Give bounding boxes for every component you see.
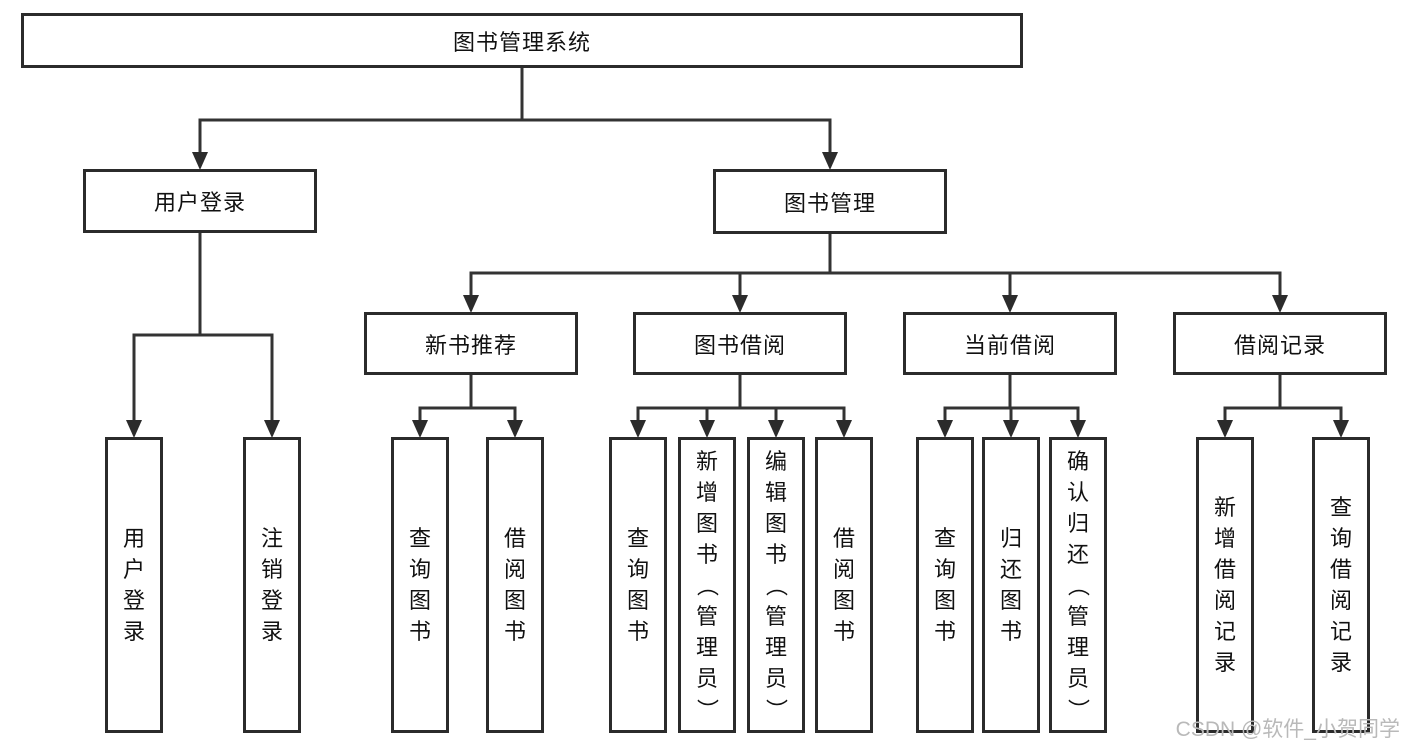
vertical-label: 查询图书 [408,526,431,644]
arrow-down-icon [699,420,715,438]
node-leaf-query-book-2: 查询图书 [609,437,667,733]
arrow-down-icon [732,295,748,313]
vertical-label: 查询借阅记录 [1329,495,1352,675]
node-borrow-record: 借阅记录 [1173,312,1387,375]
vertical-label: 新增借阅记录 [1213,495,1236,675]
vertical-label: 用户登录 [122,526,145,644]
vertical-label: 归还图书 [999,526,1022,644]
node-book-management: 图书管理 [713,169,947,234]
arrow-down-icon [1272,295,1288,313]
arrow-down-icon [264,420,280,438]
arrow-down-icon [507,420,523,438]
arrow-down-icon [463,295,479,313]
vertical-label: 编辑图书（管理员） [763,448,789,721]
arrow-down-icon [1070,420,1086,438]
arrow-down-icon [1002,295,1018,313]
vertical-label: 注销登录 [260,526,283,644]
arrow-down-icon [630,420,646,438]
node-leaf-borrow-book-2: 借阅图书 [815,437,873,733]
node-leaf-query-book-3: 查询图书 [916,437,974,733]
vertical-label: 借阅图书 [832,526,855,644]
node-leaf-return-book: 归还图书 [982,437,1040,733]
node-user-login: 用户登录 [83,169,317,233]
node-new-book-recommend: 新书推荐 [364,312,578,375]
vertical-label: 查询图书 [626,526,649,644]
tree-edges [132,68,1343,423]
csdn-watermark: CSDN @软件_小贺同学 [1175,718,1400,741]
node-leaf-edit-book-admin: 编辑图书（管理员） [747,437,805,733]
arrow-down-icon [822,152,838,170]
vertical-label: 借阅图书 [503,526,526,644]
node-leaf-logout: 注销登录 [243,437,301,733]
arrow-down-icon [412,420,428,438]
node-leaf-query-book-1: 查询图书 [391,437,449,733]
node-leaf-borrow-book-1: 借阅图书 [486,437,544,733]
node-leaf-confirm-return-admin: 确认归还（管理员） [1049,437,1107,733]
node-library-management-system: 图书管理系统 [21,13,1023,68]
vertical-label: 查询图书 [933,526,956,644]
arrow-down-icon [937,420,953,438]
node-leaf-add-book-admin: 新增图书（管理员） [678,437,736,733]
arrow-down-icon [836,420,852,438]
node-leaf-add-borrow-record: 新增借阅记录 [1196,437,1254,733]
node-leaf-user-login: 用户登录 [105,437,163,733]
vertical-label: 确认归还（管理员） [1065,448,1091,721]
arrow-down-icon [1333,420,1349,438]
arrow-down-icon [768,420,784,438]
node-current-borrow: 当前借阅 [903,312,1117,375]
vertical-label: 新增图书（管理员） [694,448,720,721]
node-leaf-query-borrow-record: 查询借阅记录 [1312,437,1370,733]
arrow-down-icon [192,152,208,170]
arrow-down-icon [1217,420,1233,438]
arrow-down-icon [126,420,142,438]
arrow-down-icon [1003,420,1019,438]
node-book-borrow: 图书借阅 [633,312,847,375]
